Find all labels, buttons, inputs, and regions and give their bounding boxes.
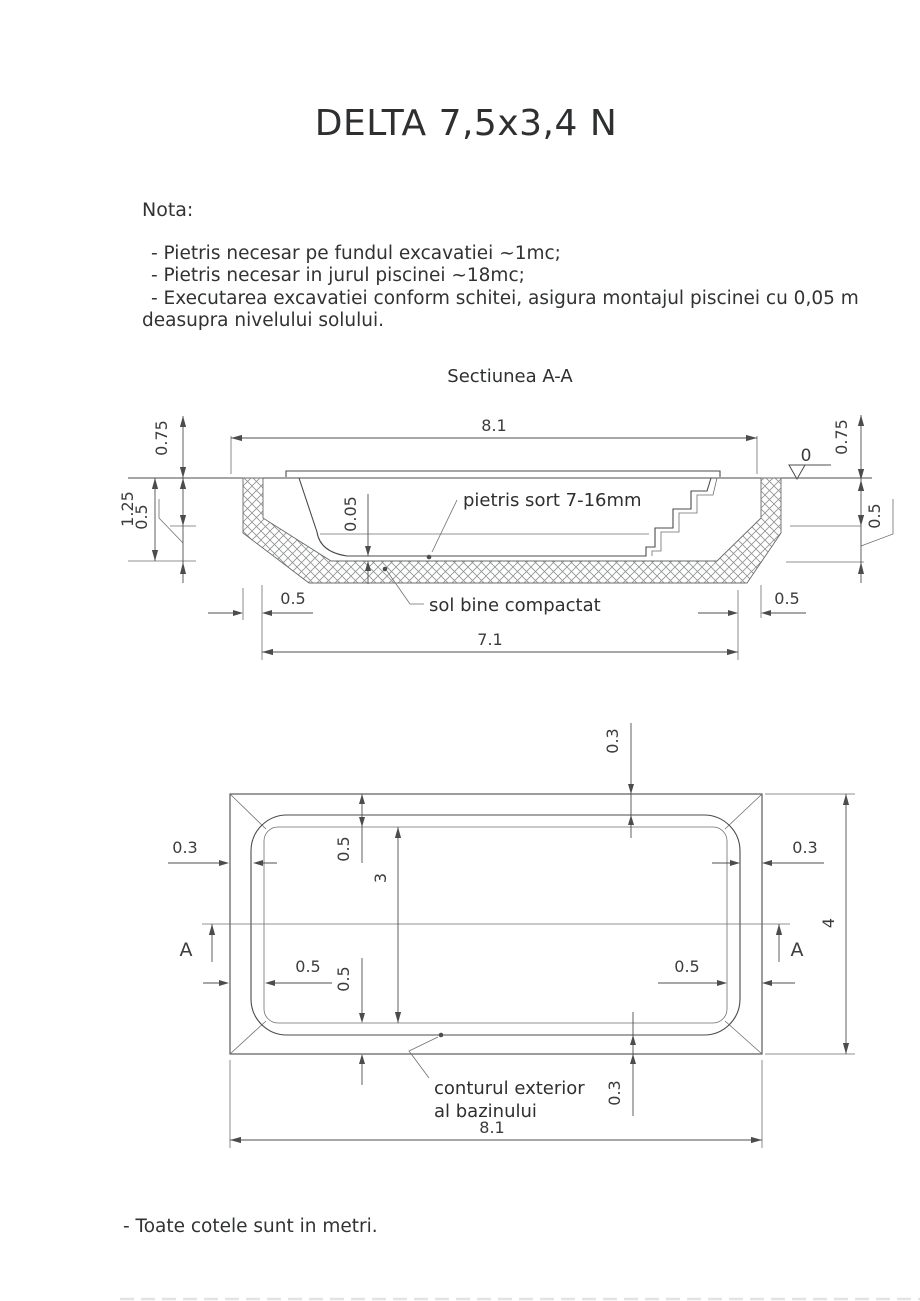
pool-section-outline bbox=[285, 470, 721, 557]
note-item: - Pietris necesar in jurul piscinei ~18m… bbox=[151, 265, 525, 287]
dim-label: 8.1 bbox=[479, 1118, 504, 1137]
dim-label: 7.1 bbox=[477, 630, 502, 649]
dim-label: 0.3 bbox=[605, 1080, 624, 1105]
section-title: Sectiunea A-A bbox=[447, 366, 573, 387]
units-note: - Toate cotele sunt in metri. bbox=[123, 1216, 378, 1237]
dim-label: 0.3 bbox=[603, 728, 622, 753]
dim-label: 3 bbox=[371, 873, 390, 883]
dim-left-wall: 0.5 bbox=[203, 957, 332, 986]
dim-label: 4 bbox=[819, 918, 838, 928]
dim-label: 1.25 bbox=[118, 491, 137, 527]
contour-leader: conturul exterior al bazinului bbox=[408, 1032, 585, 1122]
pool-interior-contour bbox=[263, 826, 728, 1024]
gravel-label: pietris sort 7-16mm bbox=[463, 490, 642, 511]
dim-interior-width: 3 bbox=[371, 827, 402, 1023]
dim-top-offset: 0.3 bbox=[603, 723, 634, 838]
contour-label-line1: conturul exterior bbox=[434, 1078, 585, 1099]
dim-bottom-offset: 0.3 bbox=[605, 1012, 636, 1116]
contour-label-line2: al bazinului bbox=[434, 1101, 537, 1122]
dim-label: 0.75 bbox=[832, 419, 851, 455]
dim-top-wall: 0.5 bbox=[334, 794, 365, 863]
dims-bottom: 0.5 0.5 7.1 bbox=[208, 585, 806, 660]
datum-label: 0 bbox=[801, 446, 812, 466]
dim-label: 0.5 bbox=[334, 966, 353, 991]
soil-label: sol bine compactat bbox=[429, 595, 601, 616]
notes-list: - Pietris necesar pe fundul excavatiei ~… bbox=[142, 243, 882, 332]
dim-left-offset: 0.3 bbox=[168, 838, 277, 866]
dim-label: 8.1 bbox=[481, 416, 506, 435]
dim-right-offset: 0.3 bbox=[712, 838, 824, 866]
page-title: DELTA 7,5x3,4 N bbox=[314, 103, 618, 144]
section-line: A A bbox=[180, 923, 804, 962]
note-item: deasupra nivelului solului. bbox=[142, 309, 385, 331]
notes-heading: Nota: bbox=[142, 199, 194, 221]
dims-left: 1.25 0.75 0.5 bbox=[118, 416, 196, 583]
dim-label: 0.5 bbox=[132, 504, 151, 529]
dims-right: 0.75 0.5 bbox=[786, 415, 894, 583]
plan-view: A A 0.3 0.3 0.3 bbox=[168, 723, 855, 1148]
dim-label: 0.5 bbox=[280, 589, 305, 608]
dim-label: 0.5 bbox=[674, 957, 699, 976]
note-item: - Pietris necesar pe fundul excavatiei ~… bbox=[151, 243, 561, 264]
dim-overall-width: 8.1 bbox=[229, 1060, 763, 1148]
dim-top-width: 8.1 bbox=[230, 416, 758, 474]
dim-right-wall: 0.5 bbox=[658, 957, 795, 986]
note-item: - Executarea excavatiei conform schitei,… bbox=[151, 287, 859, 309]
dim-label: 0.5 bbox=[295, 957, 320, 976]
dim-label: 0.5 bbox=[774, 589, 799, 608]
dim-label: 0.3 bbox=[792, 838, 817, 857]
dim-label: 0.5 bbox=[865, 503, 884, 528]
dim-label: 0.5 bbox=[334, 836, 353, 861]
gravel-leader: pietris sort 7-16mm bbox=[426, 490, 642, 560]
dim-bottom-wall: 0.5 bbox=[334, 958, 365, 1085]
dim-overall-height: 4 bbox=[765, 793, 855, 1055]
dim-label: 0.3 bbox=[172, 838, 197, 857]
datum-symbol: 0 bbox=[788, 446, 831, 481]
dim-gravel-thickness: 0.05 bbox=[341, 494, 371, 584]
dim-label: 0.75 bbox=[152, 420, 171, 456]
section-marker-right: A bbox=[791, 939, 804, 961]
soil-leader: sol bine compactat bbox=[382, 566, 601, 616]
soil-hatch bbox=[242, 477, 782, 584]
section-view: Sectiunea A-A 8.1 0 bbox=[118, 366, 894, 660]
pool-exterior-contour bbox=[250, 814, 741, 1036]
dim-label: 0.05 bbox=[341, 496, 360, 532]
section-marker-left: A bbox=[180, 939, 193, 961]
